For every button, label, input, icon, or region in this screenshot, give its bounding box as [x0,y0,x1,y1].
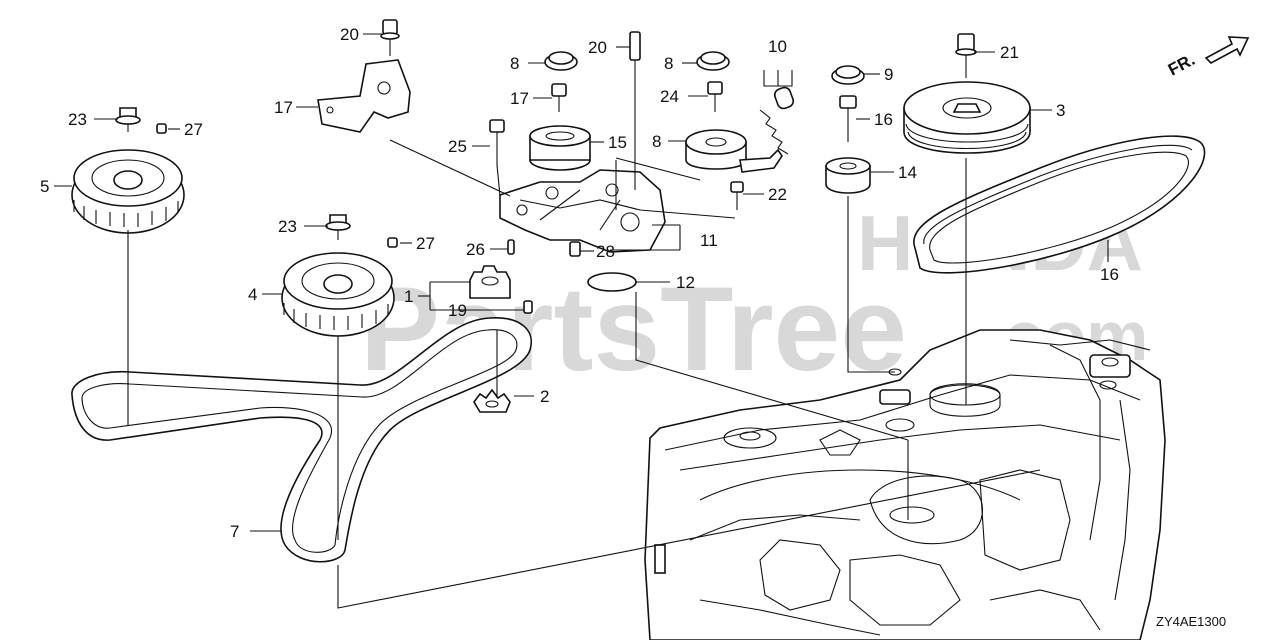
pin-18 [523,300,533,314]
callout-leaders [54,33,1109,532]
bolt-22 [730,181,744,210]
callout-28: 28 [596,242,615,261]
bolt-25 [707,81,723,112]
callout-5: 5 [40,177,49,196]
pulley-3 [903,81,1031,154]
camshaft-pulley-5 [71,149,185,234]
bolt-14 [551,83,567,112]
callout-26: 26 [466,240,485,259]
spring-9 [759,86,795,155]
callout-3: 3 [1056,101,1065,120]
callout-9: 10 [768,37,787,56]
callout-21: 21 [1000,43,1019,62]
sprocket-2 [473,388,511,413]
callout-27-upper: 27 [184,120,203,139]
tensioner-pulley-7 [685,129,783,173]
bolt-19 [380,19,400,56]
callout-13: 16 [874,110,893,129]
stud-20 [629,31,641,190]
crankshaft-pulley-4 [281,252,395,337]
pin-27-lower [387,237,398,248]
timing-belt-6 [71,317,532,563]
bolt-23-upper [115,107,141,132]
tensioner-base-10 [499,169,666,253]
callout-25: 24 [660,87,679,106]
bracket-17 [317,59,411,133]
collar-15 [825,157,871,194]
callout-8-middle: 8 [664,54,673,73]
v-belt-16 [913,135,1206,274]
callout-12: 15 [608,133,627,152]
bolt-24 [489,119,505,165]
callout-6: 7 [230,522,239,541]
front-direction-indicator: FR. [1165,36,1250,80]
callout-8-right: 9 [884,65,893,84]
callout-14: 17 [510,89,529,108]
callout-1: 1 [404,287,413,306]
callout-22: 22 [768,185,787,204]
callout-4: 4 [248,285,257,304]
callout-20: 20 [588,38,607,57]
bolt-13 [839,95,857,142]
engine-block [644,329,1166,640]
fr-label: FR. [1165,50,1198,80]
fr-arrow-icon [1204,36,1250,64]
cap-8-right [831,65,865,85]
callout-numbers: 20 17 23 27 5 23 27 4 1 19 2 7 8 20 17 2… [40,25,1119,541]
callout-23-upper: 23 [68,110,87,129]
callout-23-lower: 23 [278,217,297,236]
callout-15: 14 [898,163,917,182]
callout-2: 2 [540,387,549,406]
bolt-21 [955,33,977,78]
callout-27-lower: 27 [416,234,435,253]
callout-17: 17 [274,98,293,117]
callout-8-left: 8 [510,54,519,73]
cap-8-left [544,51,578,71]
dowel-28 [569,241,581,257]
o-ring-11 [587,272,637,292]
diagram-code: ZY4AE1300 [1156,614,1226,629]
callout-11: 12 [676,273,695,292]
callout-18: 19 [448,301,467,320]
bolt-23-lower [325,214,351,240]
callout-16: 16 [1100,265,1119,284]
oil-pump-gear-1 [469,265,511,299]
collar-12 [529,125,591,171]
cap-8-middle [696,51,730,71]
callout-7: 8 [652,132,661,151]
callout-19: 20 [340,25,359,44]
pin-27-upper [156,123,167,134]
callout-10: 11 [700,231,718,250]
callout-24: 25 [448,137,467,156]
pin-26 [507,239,515,255]
